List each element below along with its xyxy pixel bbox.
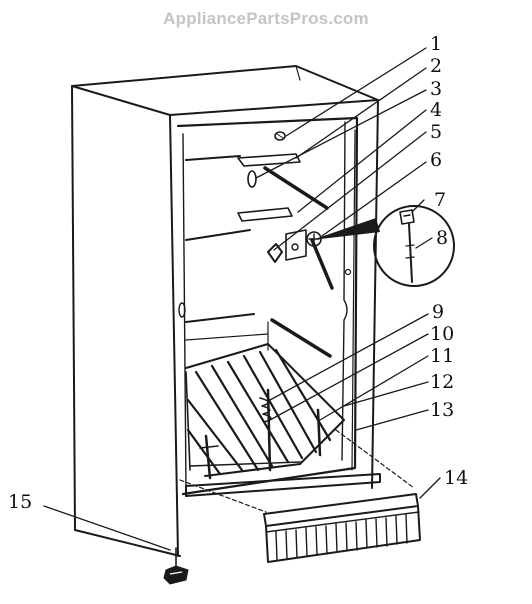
leveling-foot <box>163 547 189 585</box>
cabinet-shell <box>71 65 379 557</box>
callout-4: 4 <box>430 99 442 121</box>
callout-labels: 1 2 3 4 5 6 7 8 9 10 11 12 13 14 15 <box>8 33 468 513</box>
callout-8: 8 <box>436 227 448 249</box>
detail-magnifier <box>312 205 455 287</box>
callout-13: 13 <box>430 399 454 421</box>
callout-10: 10 <box>430 323 454 345</box>
watermark-text: AppliancePartsPros.com <box>163 9 369 28</box>
bottom-trim <box>179 429 415 513</box>
leader-lines <box>43 47 441 551</box>
callout-14: 14 <box>444 467 468 489</box>
callout-1: 1 <box>430 33 442 55</box>
crisper-floor <box>185 343 345 480</box>
callout-2: 2 <box>430 55 442 77</box>
callout-7: 7 <box>434 189 446 211</box>
callout-3: 3 <box>430 78 442 100</box>
callout-11: 11 <box>430 345 454 367</box>
callout-6: 6 <box>430 149 442 171</box>
callout-12: 12 <box>430 371 454 393</box>
callout-5: 5 <box>430 121 442 143</box>
front-grille <box>263 493 421 563</box>
interior-liner <box>176 116 359 496</box>
callout-9: 9 <box>432 301 444 323</box>
callout-15: 15 <box>8 491 32 513</box>
shelf-rods <box>237 131 334 358</box>
